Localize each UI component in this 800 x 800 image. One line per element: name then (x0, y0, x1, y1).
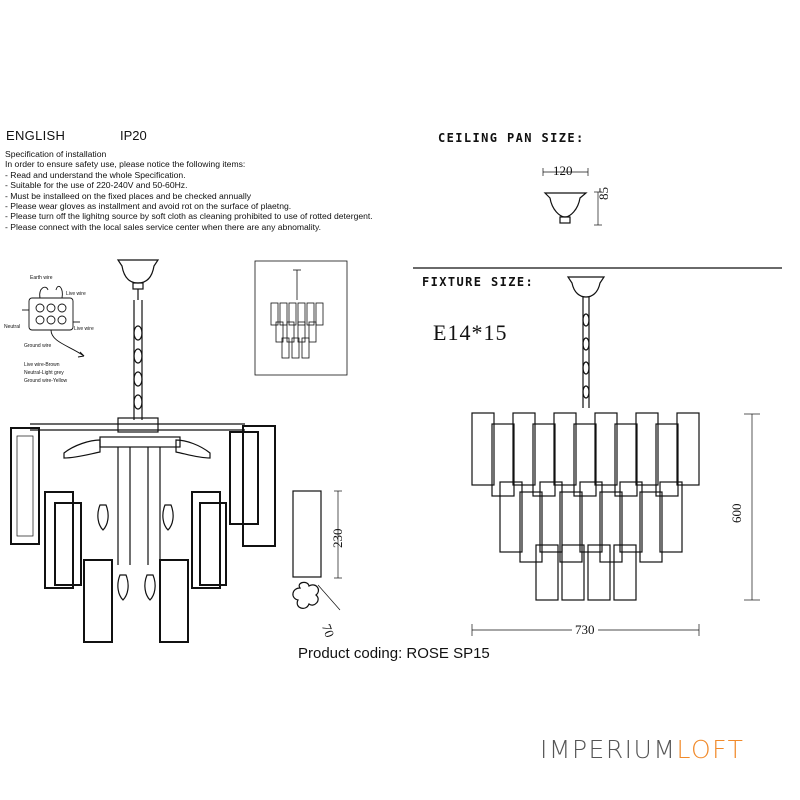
spec-line: Specification of installation (5, 149, 107, 159)
spec-line: - Read and understand the whole Specific… (5, 169, 186, 180)
wire-label-earth: Earth wire (30, 275, 53, 281)
wire-label-neutral: Neutral (4, 324, 21, 330)
wire-label-ground: Ground wire (24, 343, 52, 349)
wire-label-live: Live wire (66, 291, 86, 297)
brand-logo: IMPERIUMLOFT (540, 735, 744, 764)
ceiling-pan-height: 85 (596, 187, 611, 200)
spec-line: - Suitable for the use of 220-240V and 5… (5, 180, 188, 191)
wire-legend-line: Ground wire-Yellow (24, 378, 68, 384)
ip-rating: IP20 (120, 128, 147, 143)
ceiling-pan-title: CEILING PAN SIZE: (438, 131, 585, 145)
exploded-fixture-drawing (10, 259, 276, 643)
fixture-width: 730 (572, 622, 598, 638)
product-coding: Product coding: ROSE SP15 (298, 645, 490, 662)
spec-line: - Please turn off the lighitng source by… (5, 211, 373, 222)
spec-line: - Must be installeed on the fixed places… (5, 190, 252, 201)
spec-line: - Please connect with the local sales se… (5, 221, 322, 232)
brand-part-2: LOFT (676, 735, 745, 764)
wire-legend-line: Neutral-Light grey (24, 370, 64, 376)
fixture-height: 600 (729, 503, 744, 524)
fixture-size-title: FIXTURE SIZE: (422, 275, 535, 289)
ceiling-pan-drawing (542, 168, 602, 226)
spec-line: - Please wear gloves as installment and … (5, 201, 292, 212)
language-label: ENGLISH (6, 128, 66, 143)
wiring-diagram (22, 285, 85, 358)
lamp-spec: E14*15 (433, 320, 508, 345)
glass-part-drawing (292, 490, 342, 611)
brand-part-1: IMPERIUM (540, 735, 677, 764)
ceiling-pan-width: 120 (553, 163, 573, 178)
glass-part-height: 230 (330, 528, 345, 549)
wire-legend-line: Live wire-Brown (24, 362, 60, 368)
fixture-drawing (471, 276, 760, 636)
overview-drawing (254, 260, 348, 376)
specification-text: Specification of installation In order t… (5, 149, 425, 232)
spec-line: In order to ensure safety use, please no… (5, 159, 246, 170)
wire-label-live-2: Live wire (74, 326, 94, 332)
